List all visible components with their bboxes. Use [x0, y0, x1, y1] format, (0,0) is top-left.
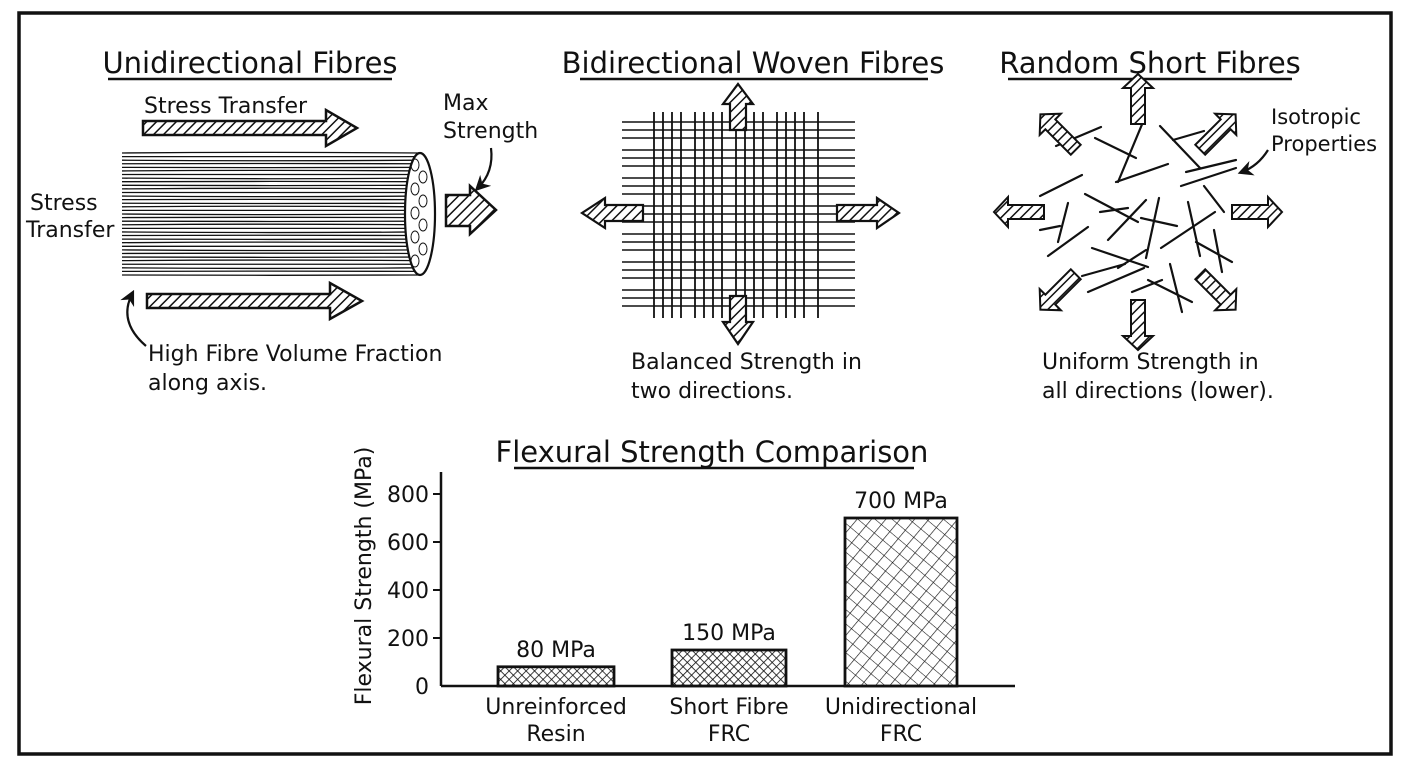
short-fibre	[1170, 264, 1182, 312]
label-stress-transfer-top: Stress Transfer	[144, 94, 308, 119]
stress-arrow-bottom	[147, 283, 362, 319]
label-max-strength-2: Strength	[443, 119, 538, 144]
fibre-line	[122, 250, 420, 251]
caption-unidirectional-1: High Fibre Volume Fraction	[148, 342, 442, 367]
radial-arrow	[1040, 269, 1081, 310]
fibre-line	[122, 170, 420, 171]
fibre-bundle	[122, 152, 435, 275]
caption-bidirectional-1: Balanced Strength in	[631, 350, 862, 375]
radial-arrow	[1195, 114, 1236, 155]
caption-bidirectional-2: two directions.	[631, 379, 793, 404]
y-tick-label: 0	[415, 675, 429, 700]
fibre-line	[122, 178, 420, 179]
y-axis-label: Flexural Strength (MPa)	[352, 447, 377, 706]
arrow-up	[723, 84, 753, 130]
x-category-label: Short Fibre	[669, 695, 788, 720]
fibre-line	[122, 152, 420, 153]
label-isotropic-1: Isotropic	[1271, 105, 1361, 129]
bundle-end-face	[405, 153, 435, 275]
short-fibre	[1040, 226, 1060, 230]
short-fibre	[1214, 230, 1222, 272]
y-tick-label: 800	[387, 483, 429, 508]
bar-data-label: 80 MPa	[516, 638, 596, 663]
max-strength-pointer	[478, 148, 491, 188]
arrow-left	[582, 198, 643, 228]
fibre-line	[122, 206, 420, 207]
short-fibre	[1108, 200, 1146, 240]
arrow-right	[837, 198, 899, 228]
short-fibre	[1173, 131, 1204, 140]
panel-unidirectional: Unidirectional Fibres Stress Transfer St…	[25, 46, 538, 396]
label-isotropic-2: Properties	[1271, 132, 1377, 156]
radial-arrow	[1232, 197, 1282, 227]
flexural-strength-chart: Flexural Strength Comparison Flexural St…	[352, 435, 1015, 747]
x-category-label: FRC	[708, 722, 750, 747]
short-fibre	[1204, 186, 1224, 212]
panel-title-bidirectional: Bidirectional Woven Fibres	[562, 46, 945, 80]
panel-bidirectional: Bidirectional Woven Fibres Balanced Stre…	[562, 46, 945, 404]
bar	[845, 518, 957, 686]
volume-fraction-pointer	[127, 294, 146, 346]
panel-random: Random Short Fibres Isotropic Properties…	[994, 46, 1377, 404]
chart-title: Flexural Strength Comparison	[496, 435, 929, 469]
fibre-line	[122, 160, 420, 161]
short-fibre	[1161, 212, 1215, 248]
bar-data-label: 150 MPa	[682, 621, 776, 646]
caption-unidirectional-2: along axis.	[148, 371, 267, 396]
label-stress-left-1: Stress	[30, 191, 98, 216]
x-category-label: Unreinforced	[485, 695, 627, 720]
radial-arrow	[1195, 269, 1236, 310]
fibre-line	[122, 242, 420, 243]
radial-arrows	[994, 74, 1282, 350]
radial-arrow	[1123, 74, 1153, 124]
short-fibre	[1058, 203, 1068, 242]
panel-title-random: Random Short Fibres	[999, 46, 1301, 80]
fibre-line	[122, 268, 420, 269]
radial-arrow	[1123, 300, 1153, 350]
woven-fibre-grid	[622, 112, 855, 318]
short-fibre	[1082, 264, 1125, 276]
short-fibre	[1196, 242, 1232, 262]
radial-arrow	[1040, 114, 1081, 155]
caption-random-1: Uniform Strength in	[1042, 350, 1259, 375]
y-tick-label: 400	[387, 579, 429, 604]
max-strength-arrow	[446, 186, 496, 234]
short-fibre	[1160, 126, 1200, 168]
isotropic-pointer	[1242, 150, 1268, 172]
fibre-line	[122, 214, 420, 215]
radial-arrow	[994, 197, 1044, 227]
bar	[498, 667, 614, 686]
fibre-line	[122, 260, 420, 261]
arrow-down	[723, 296, 753, 344]
panel-title-unidirectional: Unidirectional Fibres	[102, 46, 397, 80]
label-stress-left-2: Transfer	[25, 218, 115, 243]
label-max-strength-1: Max	[443, 91, 488, 116]
short-fibre	[1048, 227, 1088, 256]
y-tick-label: 200	[387, 627, 429, 652]
x-category-label: Resin	[526, 722, 585, 747]
caption-random-2: all directions (lower).	[1042, 379, 1274, 404]
x-category-label: Unidirectional	[825, 695, 977, 720]
x-category-label: FRC	[880, 722, 922, 747]
fibre-line	[122, 232, 420, 233]
fibre-line	[122, 196, 420, 197]
short-fibre	[1141, 218, 1177, 226]
bar	[672, 650, 786, 686]
bar-data-label: 700 MPa	[854, 489, 948, 514]
fibre-line	[122, 224, 420, 225]
short-fibre	[1040, 175, 1082, 196]
fibre-line	[122, 188, 420, 189]
y-tick-label: 600	[387, 531, 429, 556]
short-fibre	[1132, 280, 1162, 292]
short-fibre	[1146, 198, 1159, 258]
short-fibre	[1092, 248, 1148, 267]
